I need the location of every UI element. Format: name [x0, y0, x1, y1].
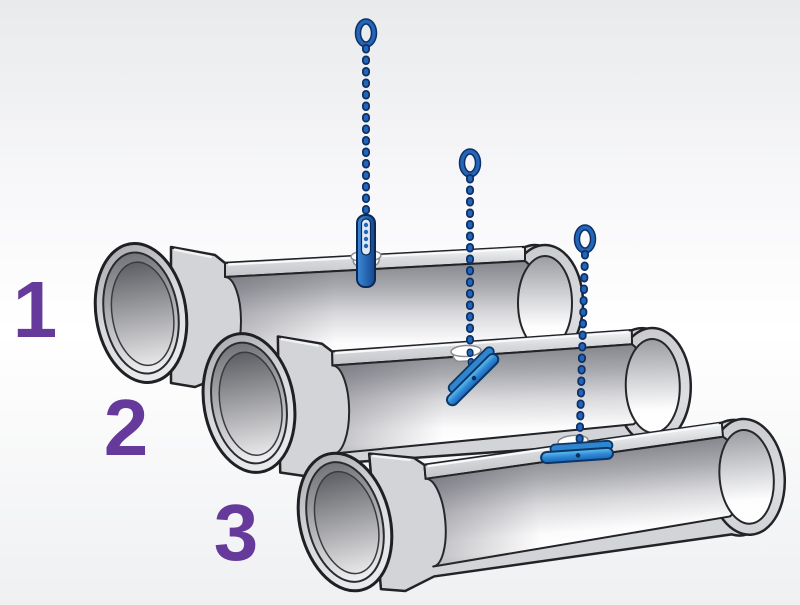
chain-toggle-1 [356, 214, 376, 288]
lifting-chain-1 [354, 18, 378, 288]
chain-toggle-2 [445, 346, 500, 407]
step-3-label: 3 [214, 488, 259, 577]
chain-toggle-3 [540, 439, 614, 465]
lifting-chain-3 [540, 224, 614, 465]
step-2-label: 2 [104, 383, 149, 472]
step-1-label: 1 [13, 265, 58, 354]
lifting-chain-2 [445, 148, 500, 407]
